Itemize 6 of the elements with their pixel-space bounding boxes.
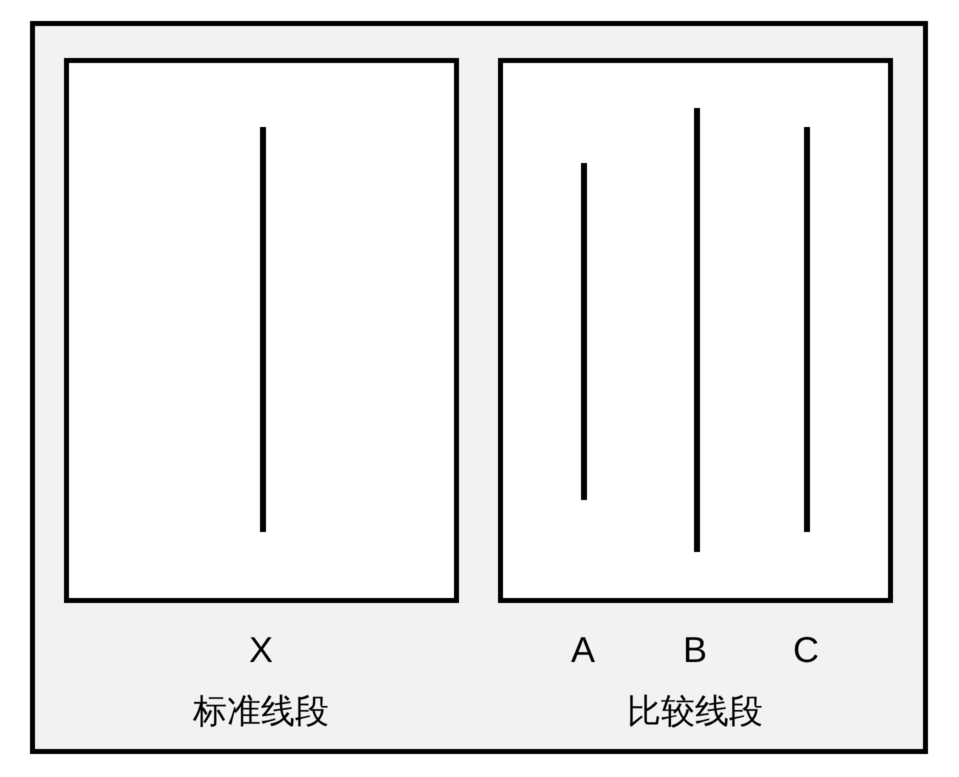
line-label: A [571, 630, 595, 670]
caption: 标准线段 [193, 693, 329, 731]
caption: 比较线段 [627, 693, 763, 731]
line-label: B [683, 630, 707, 670]
line-label: C [793, 630, 819, 670]
line-label: X [249, 630, 273, 670]
